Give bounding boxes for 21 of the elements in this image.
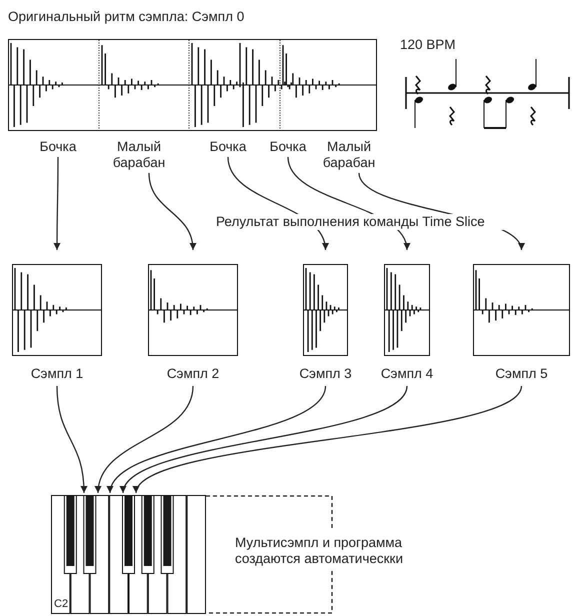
drum-label: Малый барабан [318,139,380,171]
arrow [108,386,326,494]
note-label: C2 [54,598,68,610]
arrow [96,386,194,494]
heading: Оригинальный ритм сэмпла: Сэмпл 0 [8,9,246,25]
arrow [54,157,61,250]
caption: Релультат выполнения команды Time Slice [216,214,506,230]
arrow [148,172,196,250]
tempo-label: 120 BPM [400,37,457,53]
drum-label: Малый барабан [108,139,170,171]
sample-label: Сэмпл 2 [166,366,220,382]
sample-label: Сэмпл 3 [298,366,353,382]
sample-label: Сэмпл 5 [494,366,549,382]
sample-label: Сэмпл 1 [30,366,84,382]
drum-label: Бочка [200,139,256,155]
sample-label: Сэмпл 4 [380,366,434,382]
drum-label: Бочка [30,139,86,155]
arrow [56,386,88,494]
arrow [135,386,522,494]
arrow [122,386,408,494]
drum-label: Бочка [260,139,316,155]
